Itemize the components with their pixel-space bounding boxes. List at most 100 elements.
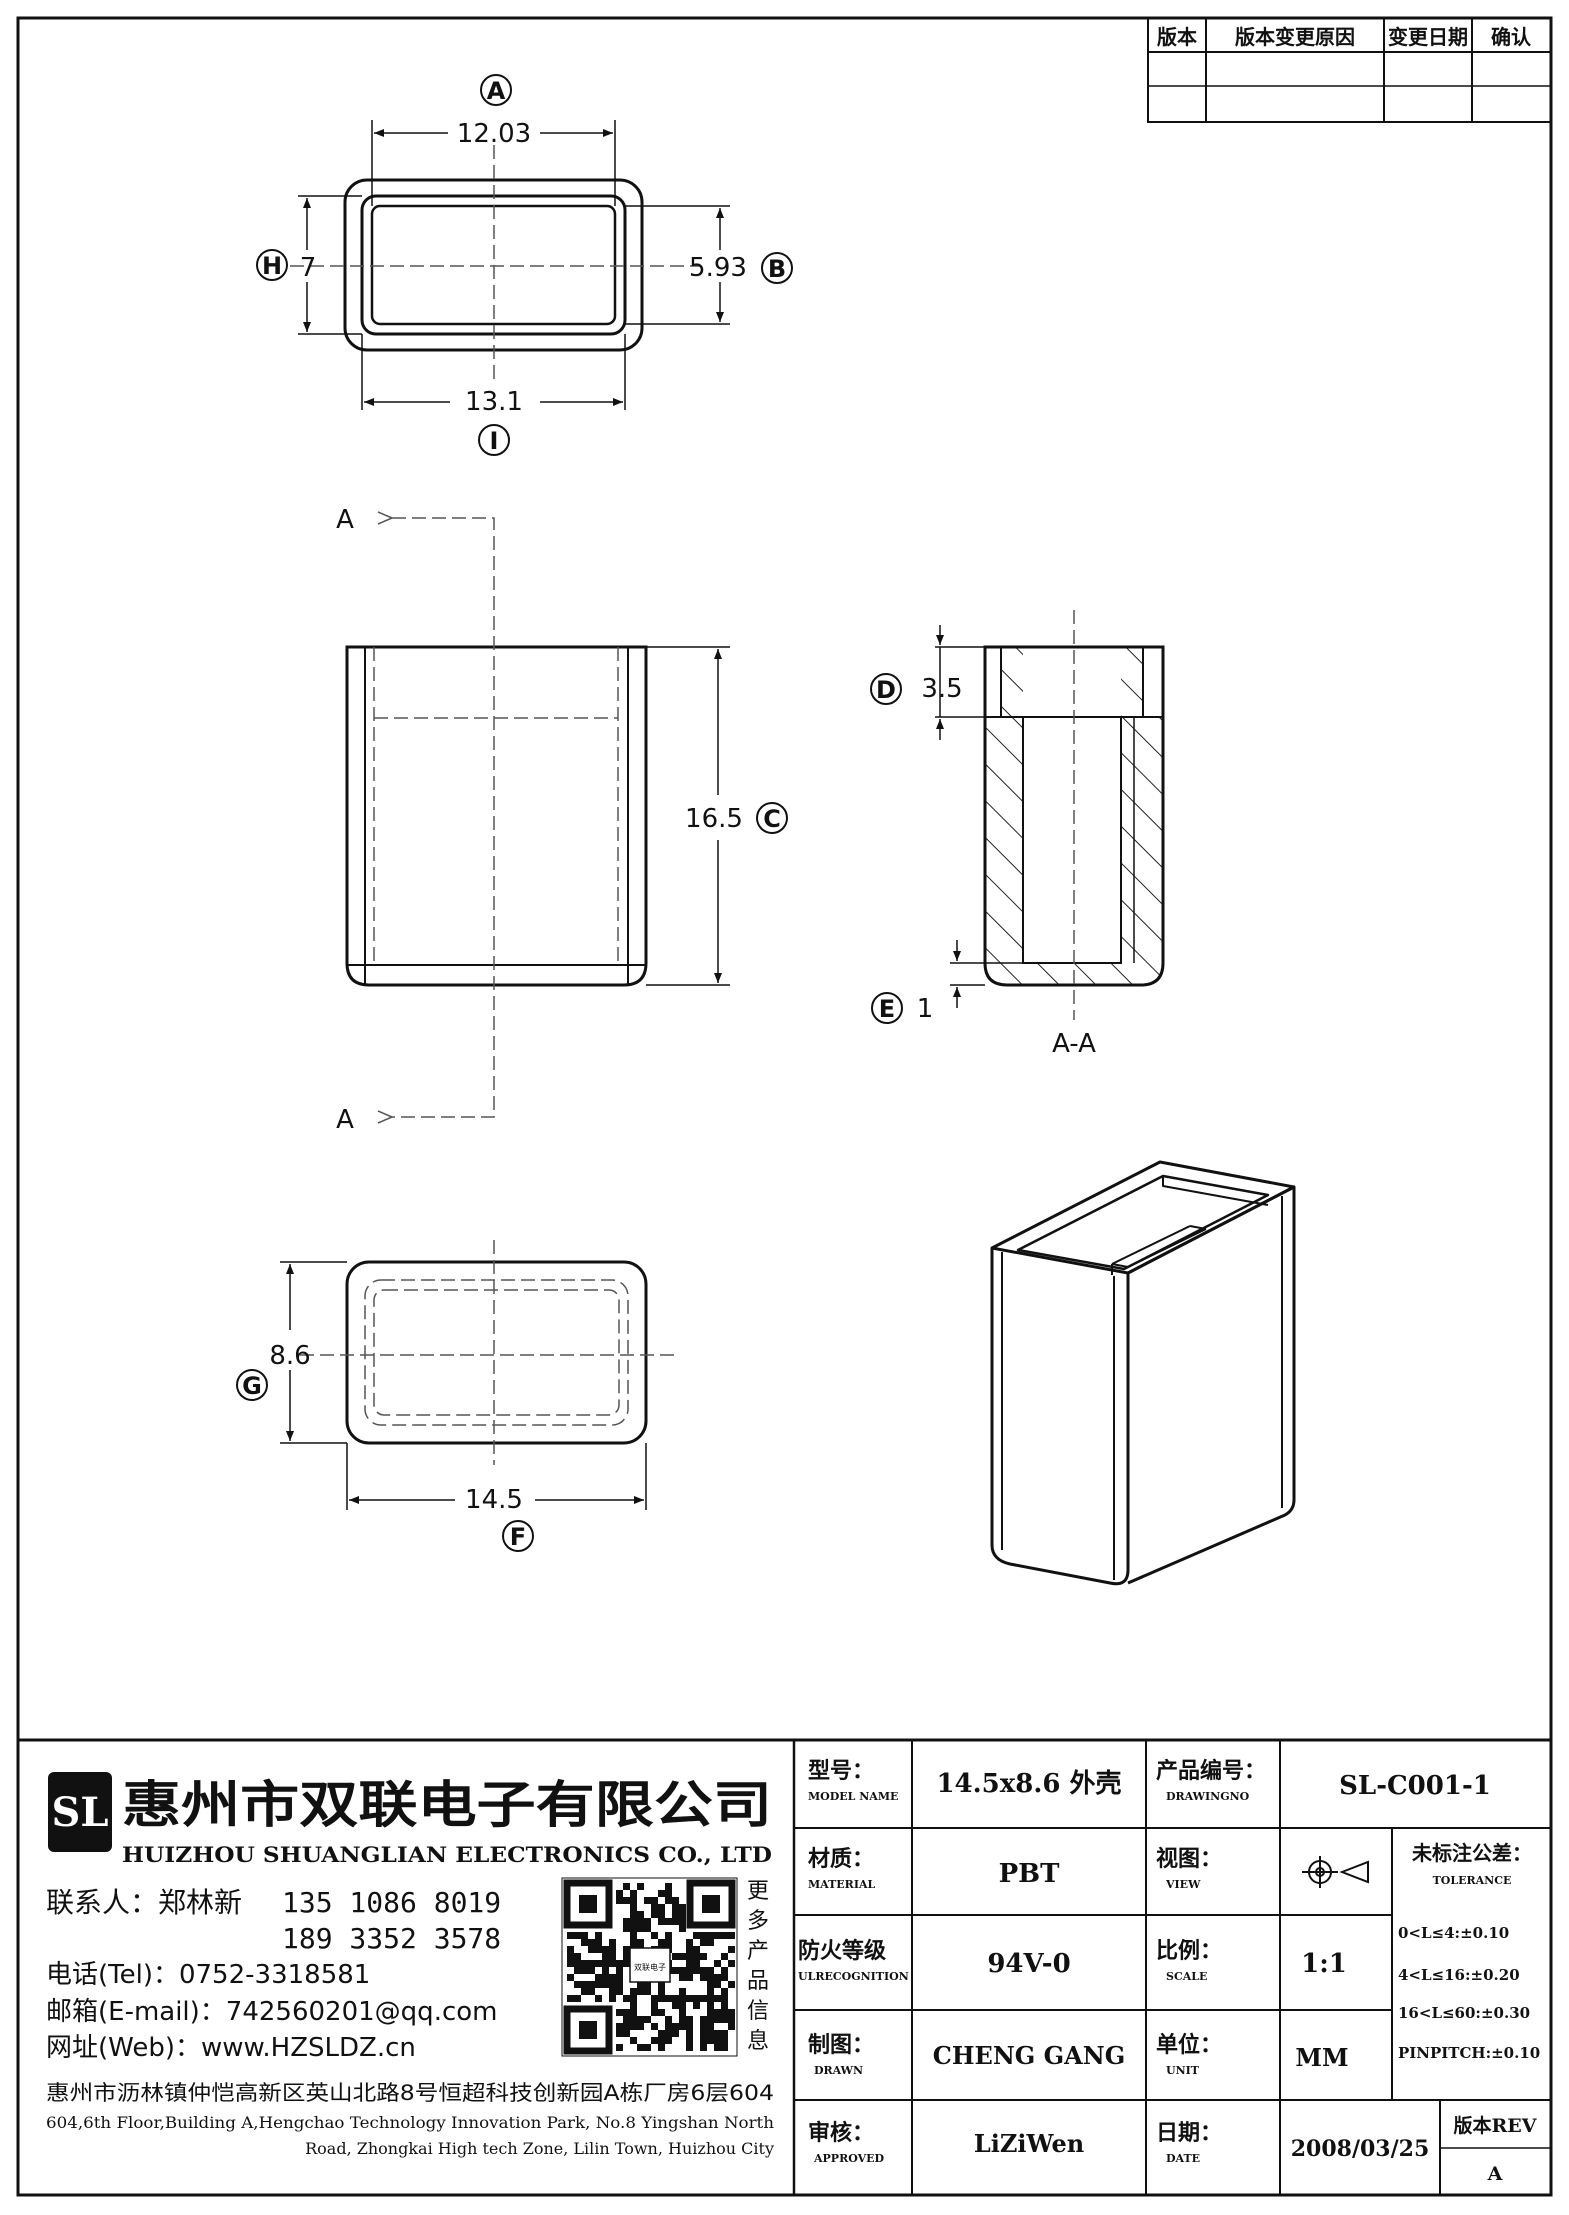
qr-module bbox=[707, 1988, 714, 1995]
qr-caption-3: 产 bbox=[747, 1939, 769, 1964]
qr-module bbox=[630, 2023, 637, 2030]
qr-module bbox=[644, 1988, 651, 1995]
qr-module bbox=[707, 1939, 714, 1946]
projection-symbol-icon bbox=[1302, 1856, 1369, 1888]
qr-module bbox=[637, 2044, 644, 2051]
qr-module bbox=[588, 1960, 595, 1967]
qr-module bbox=[630, 2037, 637, 2044]
qr-module bbox=[665, 1939, 672, 1946]
qr-module bbox=[644, 2016, 651, 2023]
qr-module bbox=[644, 1981, 651, 1988]
qr-module bbox=[588, 1939, 595, 1946]
qr-module bbox=[700, 2016, 707, 2023]
qr-module bbox=[616, 1981, 623, 1988]
qr-module bbox=[651, 1897, 658, 1904]
qr-module bbox=[665, 1995, 672, 2002]
qr-module bbox=[728, 1960, 735, 1967]
qr-module bbox=[686, 2016, 693, 2023]
qr-module bbox=[679, 1953, 686, 1960]
drawing-no-label-en: DRAWINGNO bbox=[1166, 1790, 1250, 1803]
contact-tel: 电话(Tel)：0752-3318581 bbox=[46, 1960, 370, 1990]
qr-module bbox=[686, 1946, 693, 1953]
scale-value: 1:1 bbox=[1301, 1949, 1347, 1979]
qr-module bbox=[679, 1967, 686, 1974]
qr-module bbox=[672, 1967, 679, 1974]
qr-module bbox=[686, 2030, 693, 2037]
isometric-view bbox=[990, 1160, 1296, 1586]
qr-module bbox=[581, 1960, 588, 1967]
qr-module bbox=[651, 1911, 658, 1918]
qr-module bbox=[700, 1932, 707, 1939]
fire-label: 防火等级 bbox=[798, 1938, 886, 1964]
qr-module bbox=[637, 1911, 644, 1918]
qr-module bbox=[714, 1960, 721, 1967]
qr-module bbox=[616, 1890, 623, 1897]
qr-module bbox=[595, 1939, 602, 1946]
qr-module bbox=[672, 1918, 679, 1925]
qr-module bbox=[623, 2009, 630, 2016]
qr-module bbox=[651, 2023, 658, 2030]
qr-module bbox=[581, 1988, 588, 1995]
qr-module bbox=[595, 1981, 602, 1988]
qr-module bbox=[616, 2023, 623, 2030]
section-title: A-A bbox=[1052, 1029, 1096, 1059]
drawn-label: 制图： bbox=[808, 2032, 874, 2058]
address-cn: 惠州市沥林镇仲恺高新区英山北路8号恒超科技创新园A栋厂房6层604 bbox=[46, 2081, 774, 2105]
tolerance-label-en: TOLERANCE bbox=[1433, 1874, 1512, 1887]
qr-module bbox=[728, 2009, 735, 2016]
qr-module bbox=[658, 1939, 665, 1946]
qr-module bbox=[630, 2016, 637, 2023]
qr-module bbox=[721, 2002, 728, 2009]
qr-module bbox=[707, 2002, 714, 2009]
qr-module bbox=[567, 1946, 574, 1953]
qr-module bbox=[574, 1967, 581, 1974]
qr-module bbox=[665, 1883, 672, 1890]
qr-module bbox=[623, 1883, 630, 1890]
qr-module bbox=[672, 1911, 679, 1918]
dim-c-value: 16.5 bbox=[685, 804, 743, 834]
qr-module bbox=[707, 1967, 714, 1974]
dim-i-letter: I bbox=[490, 427, 499, 455]
title-block: SL 惠州市双联电子有限公司 HUIZHOU SHUANGLIAN ELECTR… bbox=[16, 1738, 1553, 2197]
qr-module bbox=[602, 1974, 609, 1981]
qr-module bbox=[616, 1974, 623, 1981]
dim-c-marker bbox=[756, 802, 788, 834]
drawing-no-label: 产品编号： bbox=[1156, 1758, 1266, 1784]
qr-module bbox=[658, 2044, 665, 2051]
qr-module bbox=[721, 1932, 728, 1939]
bottom-view: 8.6 G 14.5 F bbox=[236, 1240, 680, 1552]
contact-web: 网址(Web)：www.HZSLDZ.cn bbox=[46, 2033, 416, 2063]
dim-e-letter: E bbox=[879, 995, 895, 1023]
qr-module bbox=[609, 1981, 616, 1988]
qr-module bbox=[686, 1974, 693, 1981]
qr-center-text: 双联电子 bbox=[634, 1962, 666, 1972]
qr-module bbox=[679, 1918, 686, 1925]
material-value: PBT bbox=[999, 1859, 1061, 1889]
qr-module bbox=[714, 2037, 721, 2044]
rev-header-reason: 版本变更原因 bbox=[1235, 25, 1355, 49]
qr-module bbox=[721, 2030, 728, 2037]
qr-module bbox=[679, 1925, 686, 1932]
qr-module bbox=[679, 2002, 686, 2009]
dim-e-marker bbox=[871, 992, 903, 1024]
scale-label: 比例： bbox=[1156, 1938, 1222, 1964]
qr-module bbox=[651, 1995, 658, 2002]
qr-module bbox=[630, 1939, 637, 1946]
qr-module bbox=[602, 1981, 609, 1988]
unit-value: MM bbox=[1295, 2043, 1348, 2072]
qr-module bbox=[588, 1988, 595, 1995]
qr-module bbox=[700, 2037, 707, 2044]
qr-module bbox=[602, 1946, 609, 1953]
approved-label-en: APPROVED bbox=[813, 2152, 885, 2165]
qr-module bbox=[588, 1946, 595, 1953]
qr-module bbox=[707, 1981, 714, 1988]
unit-label: 单位： bbox=[1156, 2032, 1222, 2058]
qr-module bbox=[686, 2023, 693, 2030]
qr-module bbox=[728, 1981, 735, 1988]
qr-module bbox=[623, 1925, 630, 1932]
qr-module bbox=[679, 1904, 686, 1911]
tolerance-1: 0<L≤4:±0.10 bbox=[1398, 1924, 1509, 1942]
qr-module bbox=[672, 2030, 679, 2037]
qr-module bbox=[665, 2016, 672, 2023]
qr-module bbox=[595, 1960, 602, 1967]
